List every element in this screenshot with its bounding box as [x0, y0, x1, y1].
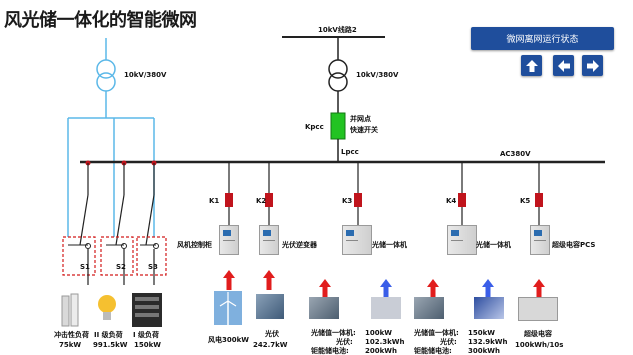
- class2-load-name: II 级负荷: [94, 331, 123, 339]
- pv-source-value: 242.7kW: [253, 341, 288, 349]
- supercap-value: 100kWh/10s: [515, 341, 564, 349]
- switch-s1-label: S1: [80, 263, 90, 271]
- flow-up-arrow-icon: [427, 279, 439, 298]
- forward-button[interactable]: [582, 55, 603, 76]
- supercap-image: [518, 297, 558, 321]
- pcc-fast-switch[interactable]: [330, 112, 346, 140]
- pv-panel-image: [256, 294, 284, 319]
- lpcc-label: Lpcc: [341, 148, 359, 156]
- class1-load-value: 150kW: [134, 341, 161, 349]
- right-transformer-winding: [328, 59, 348, 79]
- flow-up-arrow-blue-icon: [482, 279, 494, 298]
- breaker-k3-label: K3: [342, 197, 353, 205]
- left-transformer-winding: [96, 72, 116, 92]
- battery-image-2: [474, 297, 504, 319]
- class1-load-name: I 级负荷: [133, 331, 160, 339]
- breaker-k1[interactable]: [225, 193, 233, 207]
- pv-storage-2-label: 光储一体机: [476, 241, 511, 249]
- kpcc-label: Kpcc: [305, 123, 324, 131]
- wind-control-cabinet[interactable]: [219, 225, 239, 255]
- breaker-k1-label: K1: [209, 197, 220, 205]
- arrow-left-icon: [557, 59, 570, 72]
- pv-source-name: 光伏: [265, 330, 279, 338]
- unit2-label-1: 光储值一体机:: [414, 329, 459, 337]
- impact-load-value: 75kW: [59, 341, 82, 349]
- unit2-value-2: 132.9kWh: [468, 338, 508, 346]
- unit2-label-3: 钜能储电池:: [414, 347, 452, 355]
- unit1-label-1: 光储值一体机:: [311, 329, 356, 337]
- switch-s2-label: S2: [116, 263, 126, 271]
- impact-load-image: [60, 292, 80, 328]
- pv-storage-cabinet-2[interactable]: [447, 225, 477, 255]
- unit1-value-1: 100kW: [365, 329, 392, 337]
- unit1-label-2: 光伏:: [336, 338, 353, 346]
- switch-box-s2[interactable]: [100, 236, 134, 276]
- switch-s3-label: S3: [148, 263, 158, 271]
- supercap-pcs-cabinet[interactable]: [530, 225, 550, 255]
- pcc-desc-1: 并网点: [350, 115, 371, 123]
- arrow-right-icon: [586, 59, 599, 72]
- impact-load-name: 冲击性负荷: [54, 331, 89, 339]
- battery-image-1: [371, 297, 401, 319]
- switch-box-s1[interactable]: [62, 236, 96, 276]
- breaker-k4[interactable]: [458, 193, 466, 207]
- pv-array-image-2: [414, 297, 444, 319]
- back-button[interactable]: [553, 55, 574, 76]
- unit1-value-2: 102.3kWh: [365, 338, 405, 346]
- unit2-label-2: 光伏:: [440, 338, 457, 346]
- lightbulb-icon: [97, 293, 117, 327]
- wind-cabinet-label: 风机控制柜: [177, 241, 212, 249]
- breaker-k2-label: K2: [256, 197, 267, 205]
- page-title: 风光储一体化的智能微网: [4, 10, 197, 31]
- left-transformer-winding: [96, 59, 116, 79]
- flow-up-arrow-blue-icon: [380, 279, 392, 298]
- breaker-k4-label: K4: [446, 197, 457, 205]
- bus-label: AC380V: [500, 150, 531, 158]
- flow-up-arrow-icon: [223, 270, 235, 290]
- pv-inverter-cabinet[interactable]: [259, 225, 279, 255]
- switch-box-s3[interactable]: [136, 236, 167, 276]
- unit1-value-3: 200kWh: [365, 347, 397, 355]
- left-transformer-label: 10kV/380V: [124, 71, 167, 79]
- pv-inverter-label: 光伏逆变器: [282, 241, 317, 249]
- server-rack-image: [132, 293, 162, 327]
- offgrid-status-button[interactable]: 微网离网运行状态: [471, 27, 614, 50]
- flow-up-arrow-icon: [533, 279, 545, 298]
- supercap-pcs-label: 超级电容PCS: [552, 241, 596, 249]
- unit2-value-3: 300kWh: [468, 347, 500, 355]
- class2-load-value: 991.5kW: [93, 341, 128, 349]
- breaker-k2[interactable]: [265, 193, 273, 207]
- line2-label: 10kV线路2: [318, 26, 357, 34]
- arrow-up-icon: [525, 59, 538, 72]
- right-transformer-winding: [328, 72, 348, 92]
- breaker-k5-label: K5: [520, 197, 531, 205]
- flow-up-arrow-icon: [263, 270, 275, 290]
- pv-storage-1-label: 光储一体机: [372, 241, 407, 249]
- pv-storage-cabinet-1[interactable]: [342, 225, 372, 255]
- wind-turbine-image: [214, 291, 242, 325]
- wind-source-label: 风电300kW: [208, 336, 249, 344]
- pcc-desc-2: 快速开关: [350, 126, 378, 134]
- flow-up-arrow-icon: [319, 279, 331, 298]
- breaker-k3[interactable]: [354, 193, 362, 207]
- unit1-label-3: 钜能储电池:: [311, 347, 349, 355]
- breaker-k5[interactable]: [535, 193, 543, 207]
- unit2-value-1: 150kW: [468, 329, 495, 337]
- supercap-name: 超级电容: [524, 330, 552, 338]
- pv-array-image-1: [309, 297, 339, 319]
- right-transformer-label: 10kV/380V: [356, 71, 399, 79]
- up-button[interactable]: [521, 55, 542, 76]
